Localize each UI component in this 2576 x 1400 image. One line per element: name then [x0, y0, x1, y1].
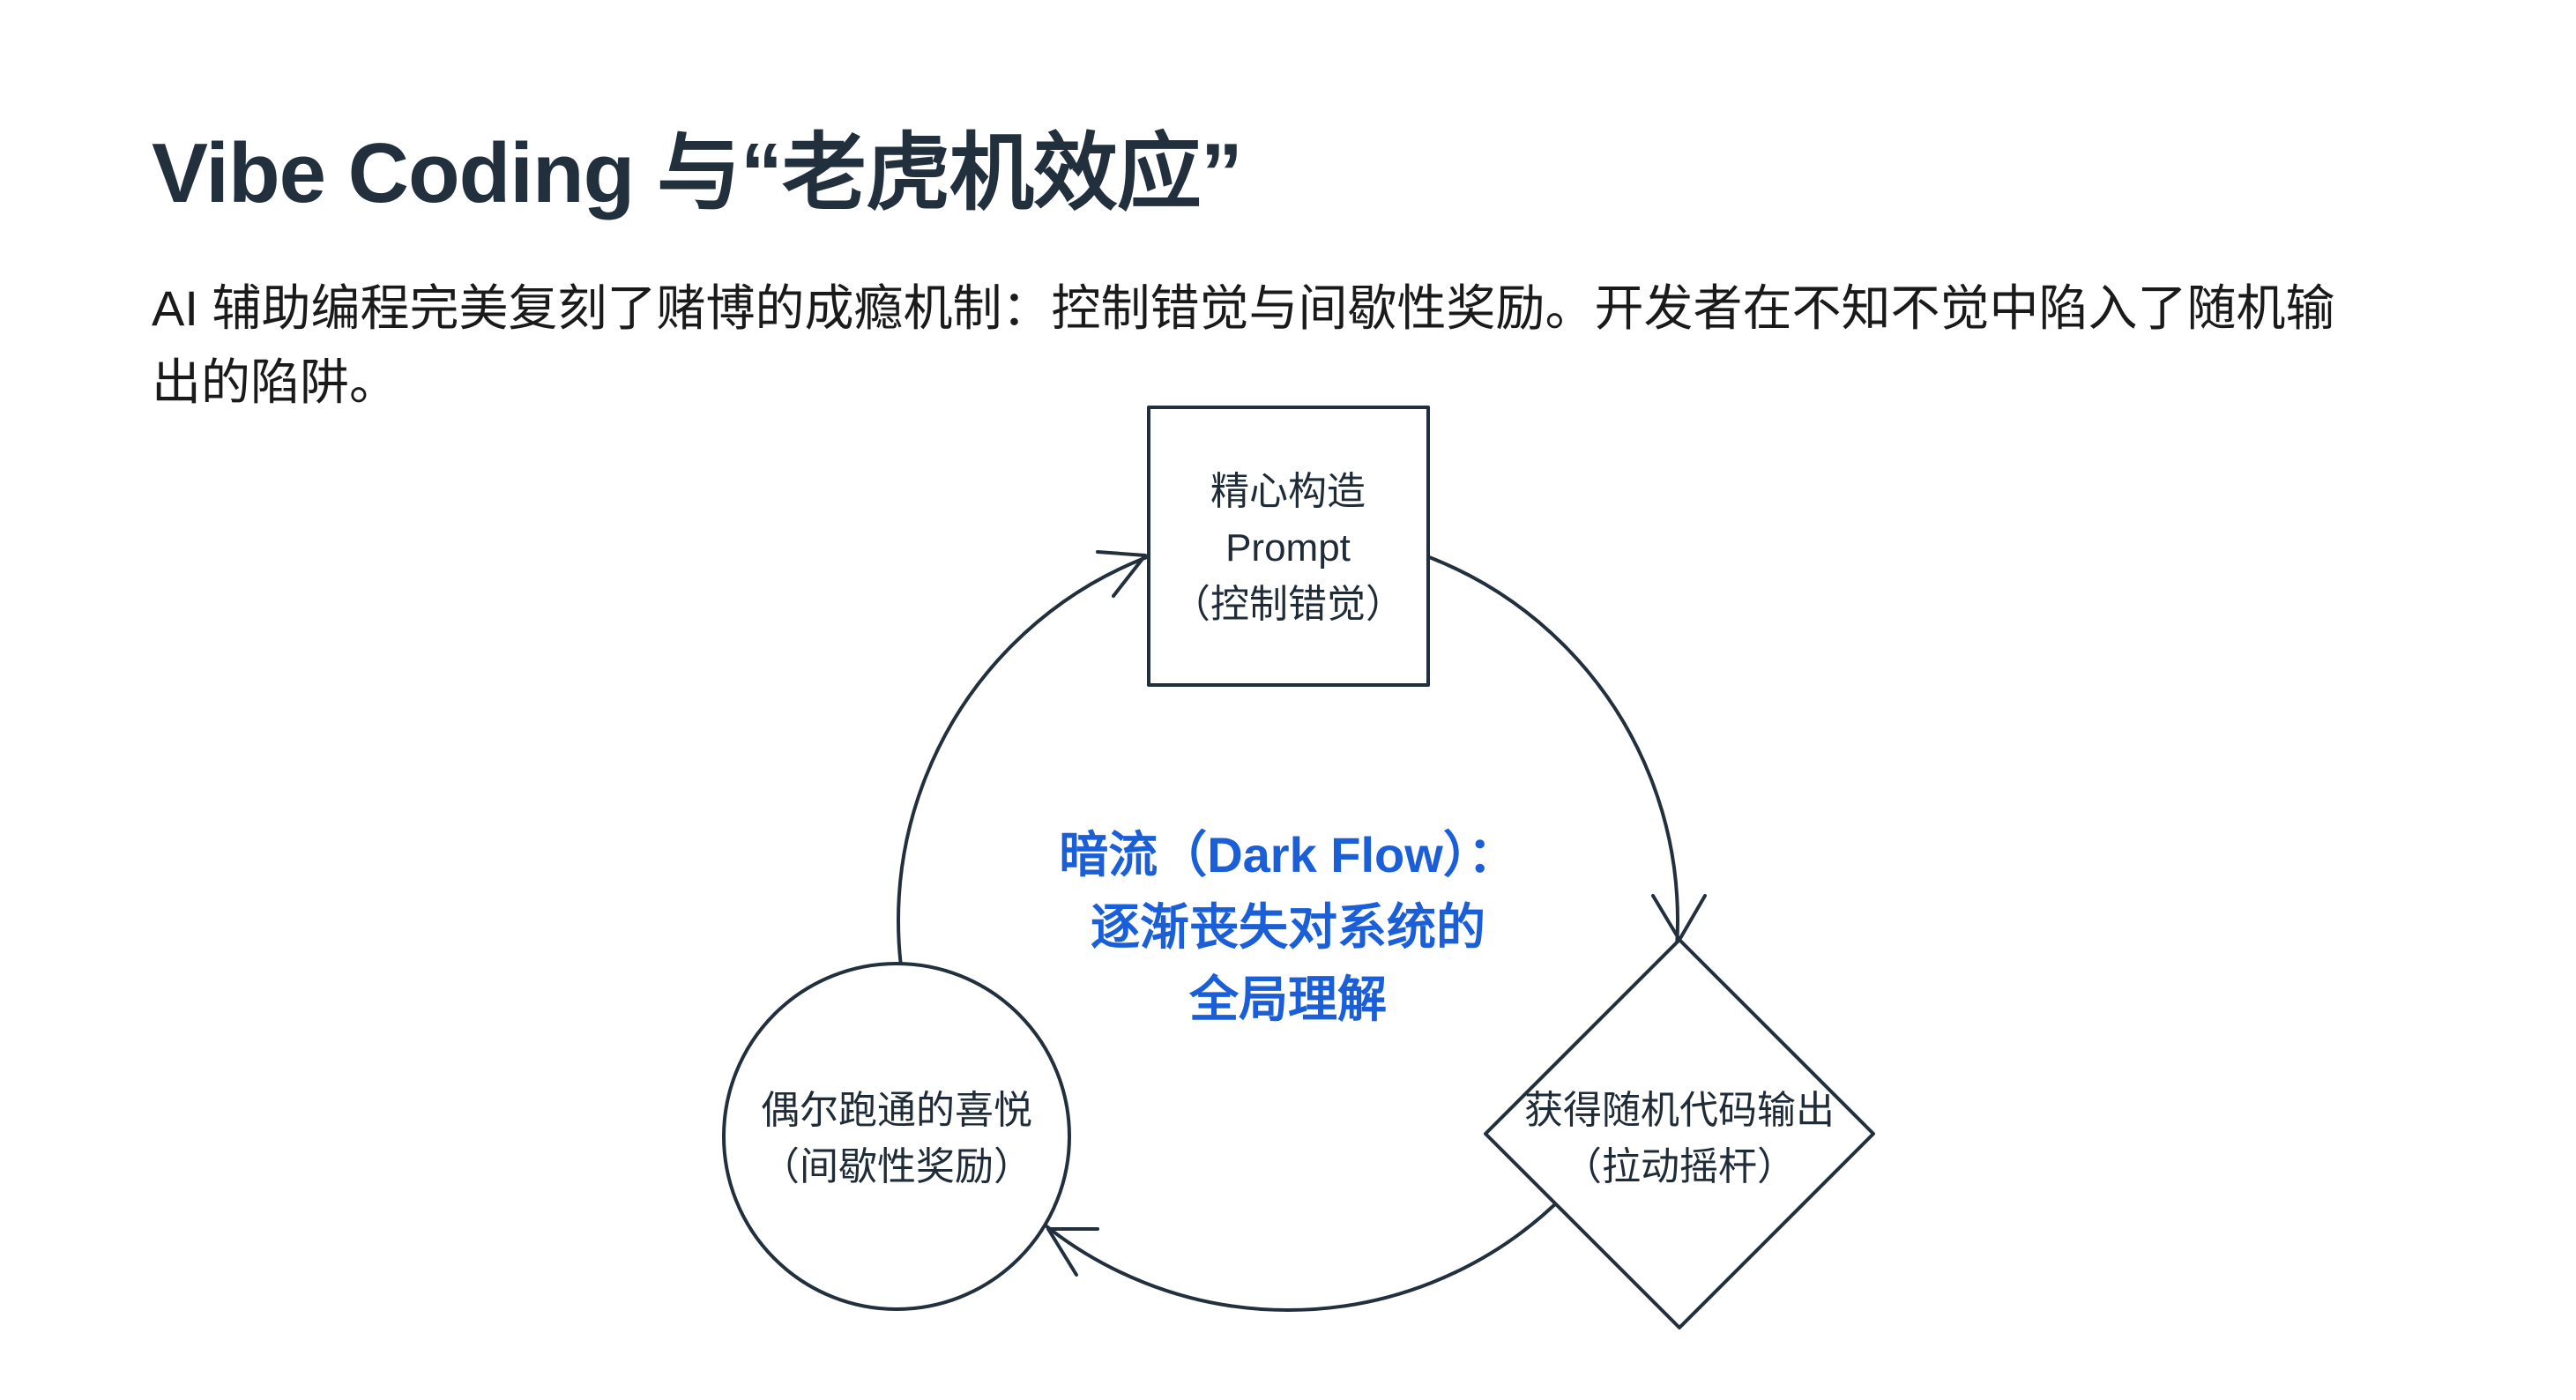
- slide-subtitle: AI 辅助编程完美复刻了赌博的成瘾机制：控制错觉与间歇性奖励。开发者在不知不觉中…: [152, 280, 2335, 410]
- node-prompt-line-2: Prompt: [1225, 526, 1351, 570]
- node-prompt-box: [1147, 406, 1430, 687]
- node-output-label: 获得随机代码输出 （拉动摇杆）: [1524, 1083, 1835, 1195]
- node-random-output-diamond: [1484, 938, 1875, 1329]
- dark-flow-line-2: 逐渐丧失对系统的: [1091, 899, 1485, 955]
- dark-flow-line-1: 暗流（Dark Flow）：: [1059, 827, 1517, 882]
- dark-flow-caption: 暗流（Dark Flow）： 逐渐丧失对系统的 全局理解: [1059, 819, 1517, 1036]
- node-prompt-label: 精心构造 Prompt （控制错觉）: [1172, 464, 1404, 633]
- node-prompt-line-3: （控制错觉）: [1172, 583, 1404, 626]
- node-output-line-1: 获得随机代码输出: [1524, 1089, 1835, 1132]
- node-reward-line-1: 偶尔跑通的喜悦: [761, 1089, 1032, 1132]
- node-output-line-2: （拉动摇杆）: [1563, 1145, 1796, 1188]
- arrow-to-reward-icon: [1046, 1227, 1099, 1277]
- node-prompt-line-1: 精心构造: [1210, 470, 1366, 513]
- node-reward-label: 偶尔跑通的喜悦 （间歇性奖励）: [761, 1083, 1032, 1195]
- dark-flow-line-3: 全局理解: [1189, 972, 1387, 1027]
- slide-title: Vibe Coding 与“老虎机效应”: [152, 126, 1243, 220]
- node-reward-circle: [722, 962, 1071, 1311]
- arrow-to-output-icon: [1651, 894, 1707, 942]
- arrow-to-prompt-icon: [1096, 550, 1147, 598]
- node-reward-line-2: （间歇性奖励）: [761, 1145, 1032, 1188]
